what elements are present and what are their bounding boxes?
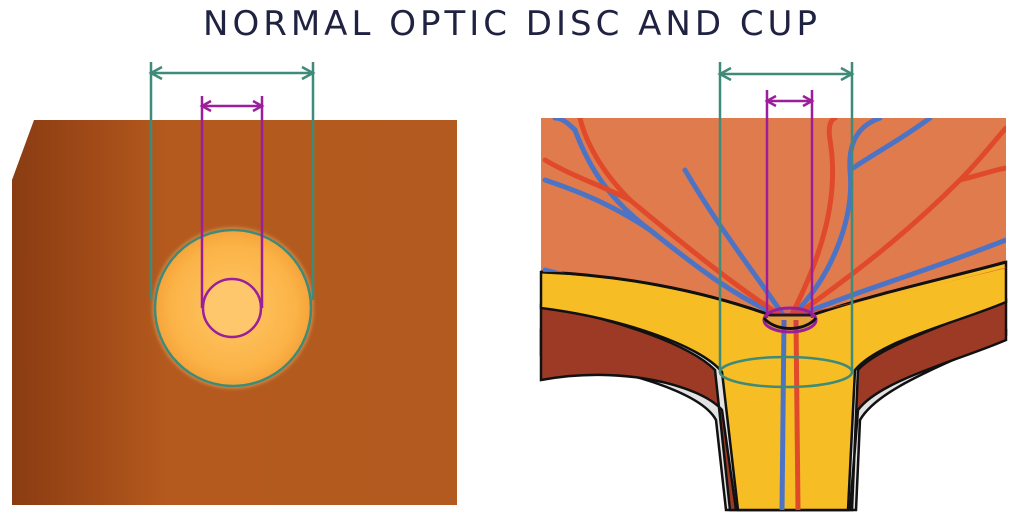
choroid-layer	[539, 298, 1008, 512]
cross-section-panel	[539, 62, 1008, 512]
fundus-panel	[12, 62, 457, 505]
page-title: NORMAL OPTIC DISC AND CUP	[203, 4, 821, 44]
cup-diameter-marker	[199, 96, 265, 308]
cross-section-cup-marker	[764, 90, 815, 318]
optic-cup	[201, 277, 263, 339]
retina-boundary	[540, 260, 1007, 317]
retinal-veins	[542, 118, 1006, 313]
cross-section-disc-marker	[717, 62, 855, 372]
disc-diameter-marker	[148, 62, 316, 300]
retina-layer	[541, 118, 1006, 315]
central-vessels	[779, 319, 801, 511]
